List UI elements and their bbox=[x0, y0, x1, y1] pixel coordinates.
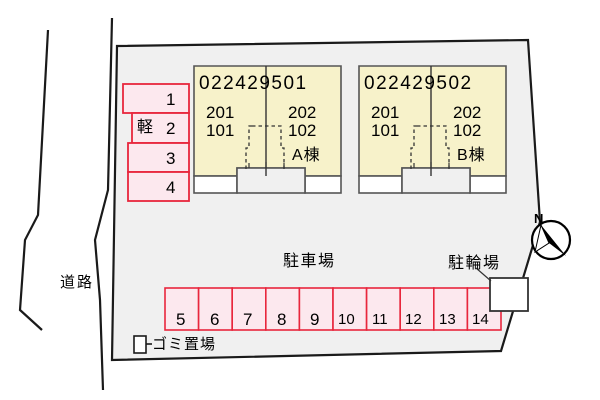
parking-stall-west-1 bbox=[122, 83, 190, 114]
building-b-balcony-right bbox=[469, 175, 507, 194]
parking-stall-south-8 bbox=[264, 287, 301, 331]
parking-stall-south-8-label: 8 bbox=[277, 310, 287, 329]
garbage-area-label: ゴミ置場 bbox=[152, 336, 217, 353]
parking-stall-south-10-label: 10 bbox=[338, 311, 355, 328]
building-b-unit-101: 101 bbox=[371, 121, 400, 140]
building-b-entrance-recess bbox=[401, 167, 471, 194]
building-a-code: 022429501 bbox=[199, 73, 308, 94]
building-a-unit-201: 201 bbox=[206, 103, 235, 122]
garbage-area-icon bbox=[133, 335, 147, 354]
parking-stall-west-2-label: 2 bbox=[166, 119, 176, 138]
building-a-balcony-left bbox=[193, 175, 238, 194]
building-b-unit-201: 201 bbox=[371, 103, 400, 122]
bicycle-parking-leader-line bbox=[475, 267, 492, 282]
compass-needle-light bbox=[534, 223, 550, 254]
parking-stall-south-6-label: 6 bbox=[210, 310, 220, 329]
parking-stall-west-1-label: 1 bbox=[166, 90, 176, 109]
compass-needle-dark bbox=[541, 225, 566, 256]
parking-stall-south-12 bbox=[399, 287, 435, 331]
parking-stall-south-11-label: 11 bbox=[372, 311, 388, 328]
parking-stall-west-4 bbox=[127, 171, 190, 202]
parking-area-label: 駐車場 bbox=[283, 253, 336, 270]
building-a-unit-202: 202 bbox=[288, 103, 317, 122]
parking-stall-south-7-label: 7 bbox=[243, 310, 253, 329]
building-b-unit-202: 202 bbox=[453, 103, 482, 122]
parking-stall-south-11 bbox=[365, 287, 402, 331]
road-edge-inner bbox=[93, 17, 114, 391]
building-a-name: A棟 bbox=[292, 147, 321, 164]
parking-stall-west-3-label: 3 bbox=[166, 149, 176, 168]
parking-stall-south-13-label: 13 bbox=[439, 311, 456, 328]
compass-north-label: N bbox=[534, 211, 544, 226]
building-b-name: B棟 bbox=[457, 147, 486, 164]
building-a-group bbox=[193, 65, 342, 194]
building-a-stair-dashed-left bbox=[245, 125, 252, 170]
parking-stall-south-12-label: 12 bbox=[405, 311, 422, 328]
building-b-code: 022429502 bbox=[364, 73, 473, 94]
road-edge-outer bbox=[18, 29, 50, 331]
building-b-group bbox=[358, 65, 507, 194]
parking-stall-south-9 bbox=[298, 287, 334, 331]
compass-rose bbox=[530, 219, 572, 261]
parking-stall-west-3 bbox=[127, 142, 190, 173]
building-a-unit-102: 102 bbox=[288, 121, 317, 140]
road-label: 道路 bbox=[60, 274, 95, 291]
parking-stall-south-14-label: 14 bbox=[472, 311, 489, 328]
parking-stall-south-9-label: 9 bbox=[310, 310, 320, 329]
building-a-entrance-recess bbox=[236, 167, 306, 194]
building-b-balcony-left bbox=[358, 175, 403, 194]
parking-stall-west-2-kei-tag: 軽 bbox=[137, 119, 154, 136]
building-a-balcony-right bbox=[304, 175, 342, 194]
parking-stall-south-5-label: 5 bbox=[176, 310, 186, 329]
bicycle-parking-label: 駐輪場 bbox=[448, 255, 501, 272]
building-b-stair-dashed-right bbox=[417, 125, 450, 170]
building-a-unit-101: 101 bbox=[206, 121, 235, 140]
parking-stall-south-6 bbox=[197, 287, 234, 331]
building-b-unit-102: 102 bbox=[453, 121, 482, 140]
bicycle-parking-box bbox=[489, 277, 529, 312]
building-b-stair-dashed-left bbox=[410, 125, 417, 170]
parking-stall-west-4-label: 4 bbox=[166, 178, 176, 197]
building-a-stair-dashed-right bbox=[252, 125, 285, 170]
